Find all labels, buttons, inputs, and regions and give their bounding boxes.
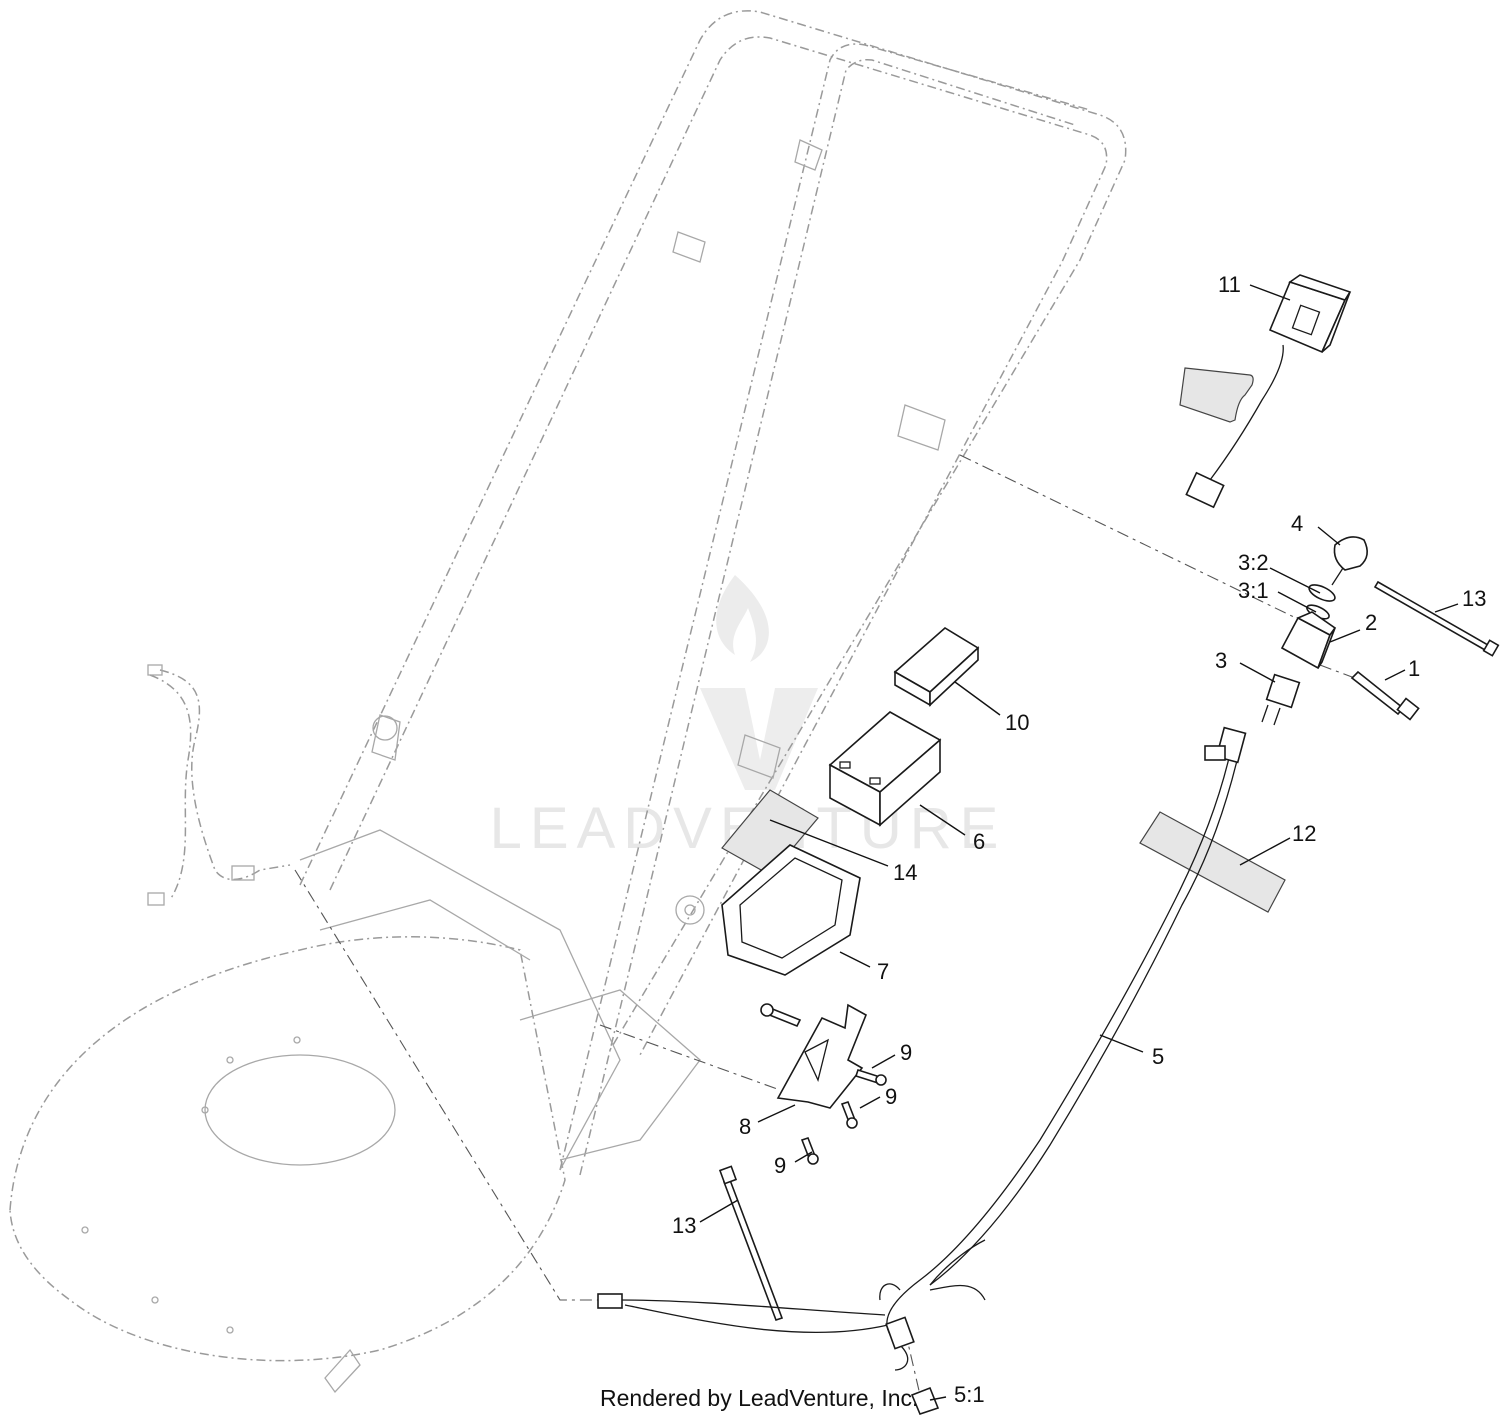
callout-1: 1: [1408, 656, 1420, 681]
deck-wire-harness-ghost: [147, 664, 291, 906]
mower-deck-ghost: [9, 829, 701, 1394]
foam-pad: [893, 627, 980, 707]
callout-12: 12: [1292, 821, 1316, 846]
battery-pad-label: [721, 789, 819, 876]
callout-13-bottom: 13: [672, 1213, 696, 1238]
battery-tray: [721, 844, 861, 976]
callout-3-2: 3:2: [1238, 550, 1269, 575]
screw-middle: [840, 1101, 858, 1129]
battery-bracket: [776, 1003, 868, 1109]
callout-5: 5: [1152, 1044, 1164, 1069]
callout-9-a: 9: [900, 1040, 912, 1065]
switch-housing: [1280, 611, 1337, 670]
callout-labels: 11 4 3:2 3:1 13 2 3 1 10 6 14 12 7 9 9 9…: [672, 272, 1486, 1407]
callout-4: 4: [1291, 511, 1303, 536]
callout-3: 3: [1215, 648, 1227, 673]
callout-11: 11: [1218, 272, 1241, 297]
callout-14: 14: [893, 860, 917, 885]
mower-handle-ghost: [299, 10, 1127, 1176]
callout-9-c: 9: [774, 1153, 786, 1178]
key-switch: [1261, 673, 1301, 726]
callout-7: 7: [877, 959, 889, 984]
screw-top: [760, 1003, 802, 1028]
housing-bolt: [1350, 670, 1420, 721]
decal: [1139, 811, 1286, 913]
wire-harness: [597, 726, 1247, 1371]
callout-6: 6: [973, 829, 985, 854]
battery: [828, 711, 942, 827]
charger-warning-label: [1179, 367, 1254, 423]
callout-13-top: 13: [1462, 586, 1486, 611]
callout-5-1: 5:1: [954, 1382, 985, 1407]
callout-10: 10: [1005, 710, 1029, 735]
harness-connector-cap: [910, 1386, 940, 1415]
cable-tie-bottom: [718, 1165, 784, 1322]
callout-3-1: 3:1: [1238, 578, 1269, 603]
callout-2: 2: [1365, 610, 1377, 635]
screw-right: [854, 1068, 887, 1086]
callout-9-b: 9: [885, 1084, 897, 1109]
ignition-key: [1331, 536, 1368, 586]
leader-lines: [699, 284, 1459, 1401]
render-credit: Rendered by LeadVenture, Inc.: [600, 1385, 918, 1411]
screw-bottom: [800, 1137, 819, 1165]
callout-8: 8: [739, 1114, 751, 1139]
cable-tie-top: [1373, 580, 1500, 657]
